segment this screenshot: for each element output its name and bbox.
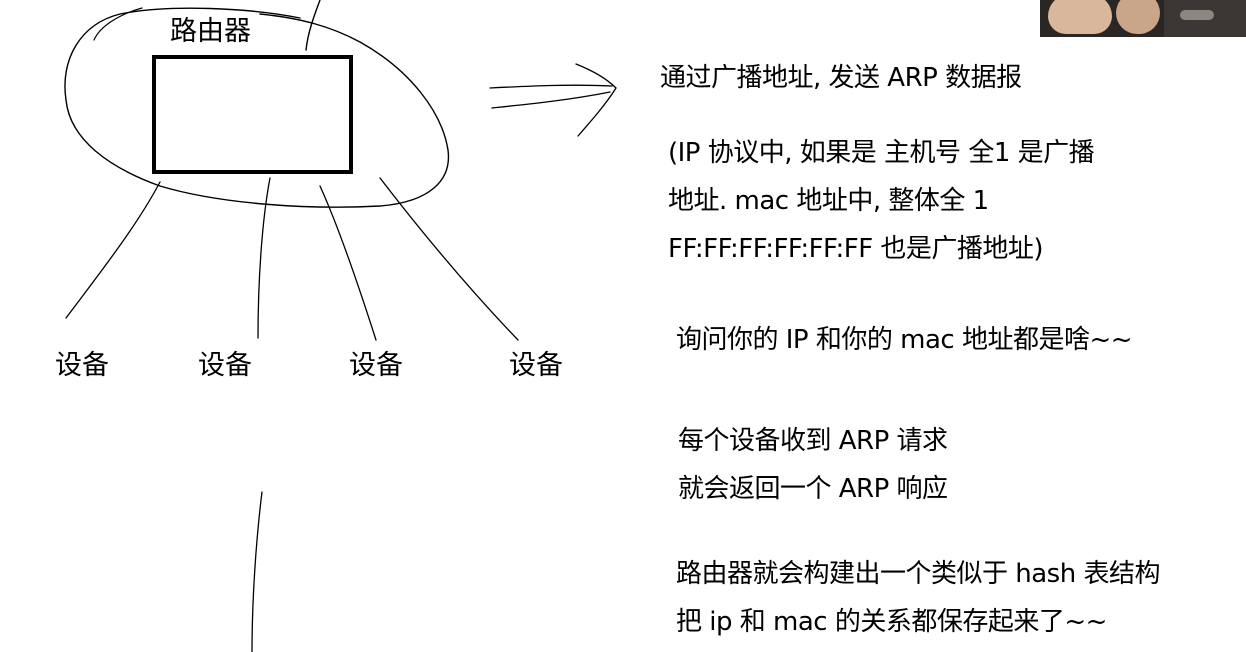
webcam-shirt-logo	[1180, 10, 1214, 20]
link-device-4	[379, 177, 519, 341]
webcam-overlay	[1040, 0, 1246, 37]
webcam-hand-left	[1048, 0, 1112, 34]
note-table-line-2: 把 ip 和 mac 的关系都保存起来了~~	[676, 607, 1107, 637]
router-box	[152, 55, 353, 174]
note-ask: 询问你的 IP 和你的 mac 地址都是啥~~	[676, 325, 1133, 355]
note-table-line-1: 路由器就会构建出一个类似于 hash 表结构	[676, 559, 1160, 589]
note-broadcast: 通过广播地址, 发送 ARP 数据报	[660, 63, 1022, 93]
top-stroke	[305, 0, 321, 51]
device-label-1: 设备	[55, 350, 109, 381]
note-paren-line-2: 地址. mac 地址中, 整体全 1	[668, 186, 989, 216]
note-reply-line-1: 每个设备收到 ARP 请求	[678, 426, 948, 456]
device-label-3: 设备	[349, 350, 403, 381]
arrow-head	[575, 63, 617, 137]
bottom-stroke	[251, 491, 263, 652]
note-paren-line-1: (IP 协议中, 如果是 主机号 全1 是广播	[668, 138, 1095, 168]
arrow-shaft-lower	[491, 91, 611, 109]
link-device-2	[257, 177, 271, 339]
device-label-2: 设备	[198, 350, 252, 381]
link-device-1	[65, 181, 161, 319]
router-label: 路由器	[170, 16, 251, 47]
link-device-3	[319, 185, 377, 341]
note-paren-line-3: FF:FF:FF:FF:FF:FF 也是广播地址)	[668, 234, 1044, 264]
arrow-shaft	[489, 84, 613, 89]
ellipse-hook-stroke	[93, 7, 143, 41]
note-reply-line-2: 就会返回一个 ARP 响应	[678, 474, 948, 504]
webcam-hand-right	[1116, 0, 1160, 34]
device-label-4: 设备	[509, 350, 563, 381]
router-broadcast-ellipse	[64, 7, 450, 208]
